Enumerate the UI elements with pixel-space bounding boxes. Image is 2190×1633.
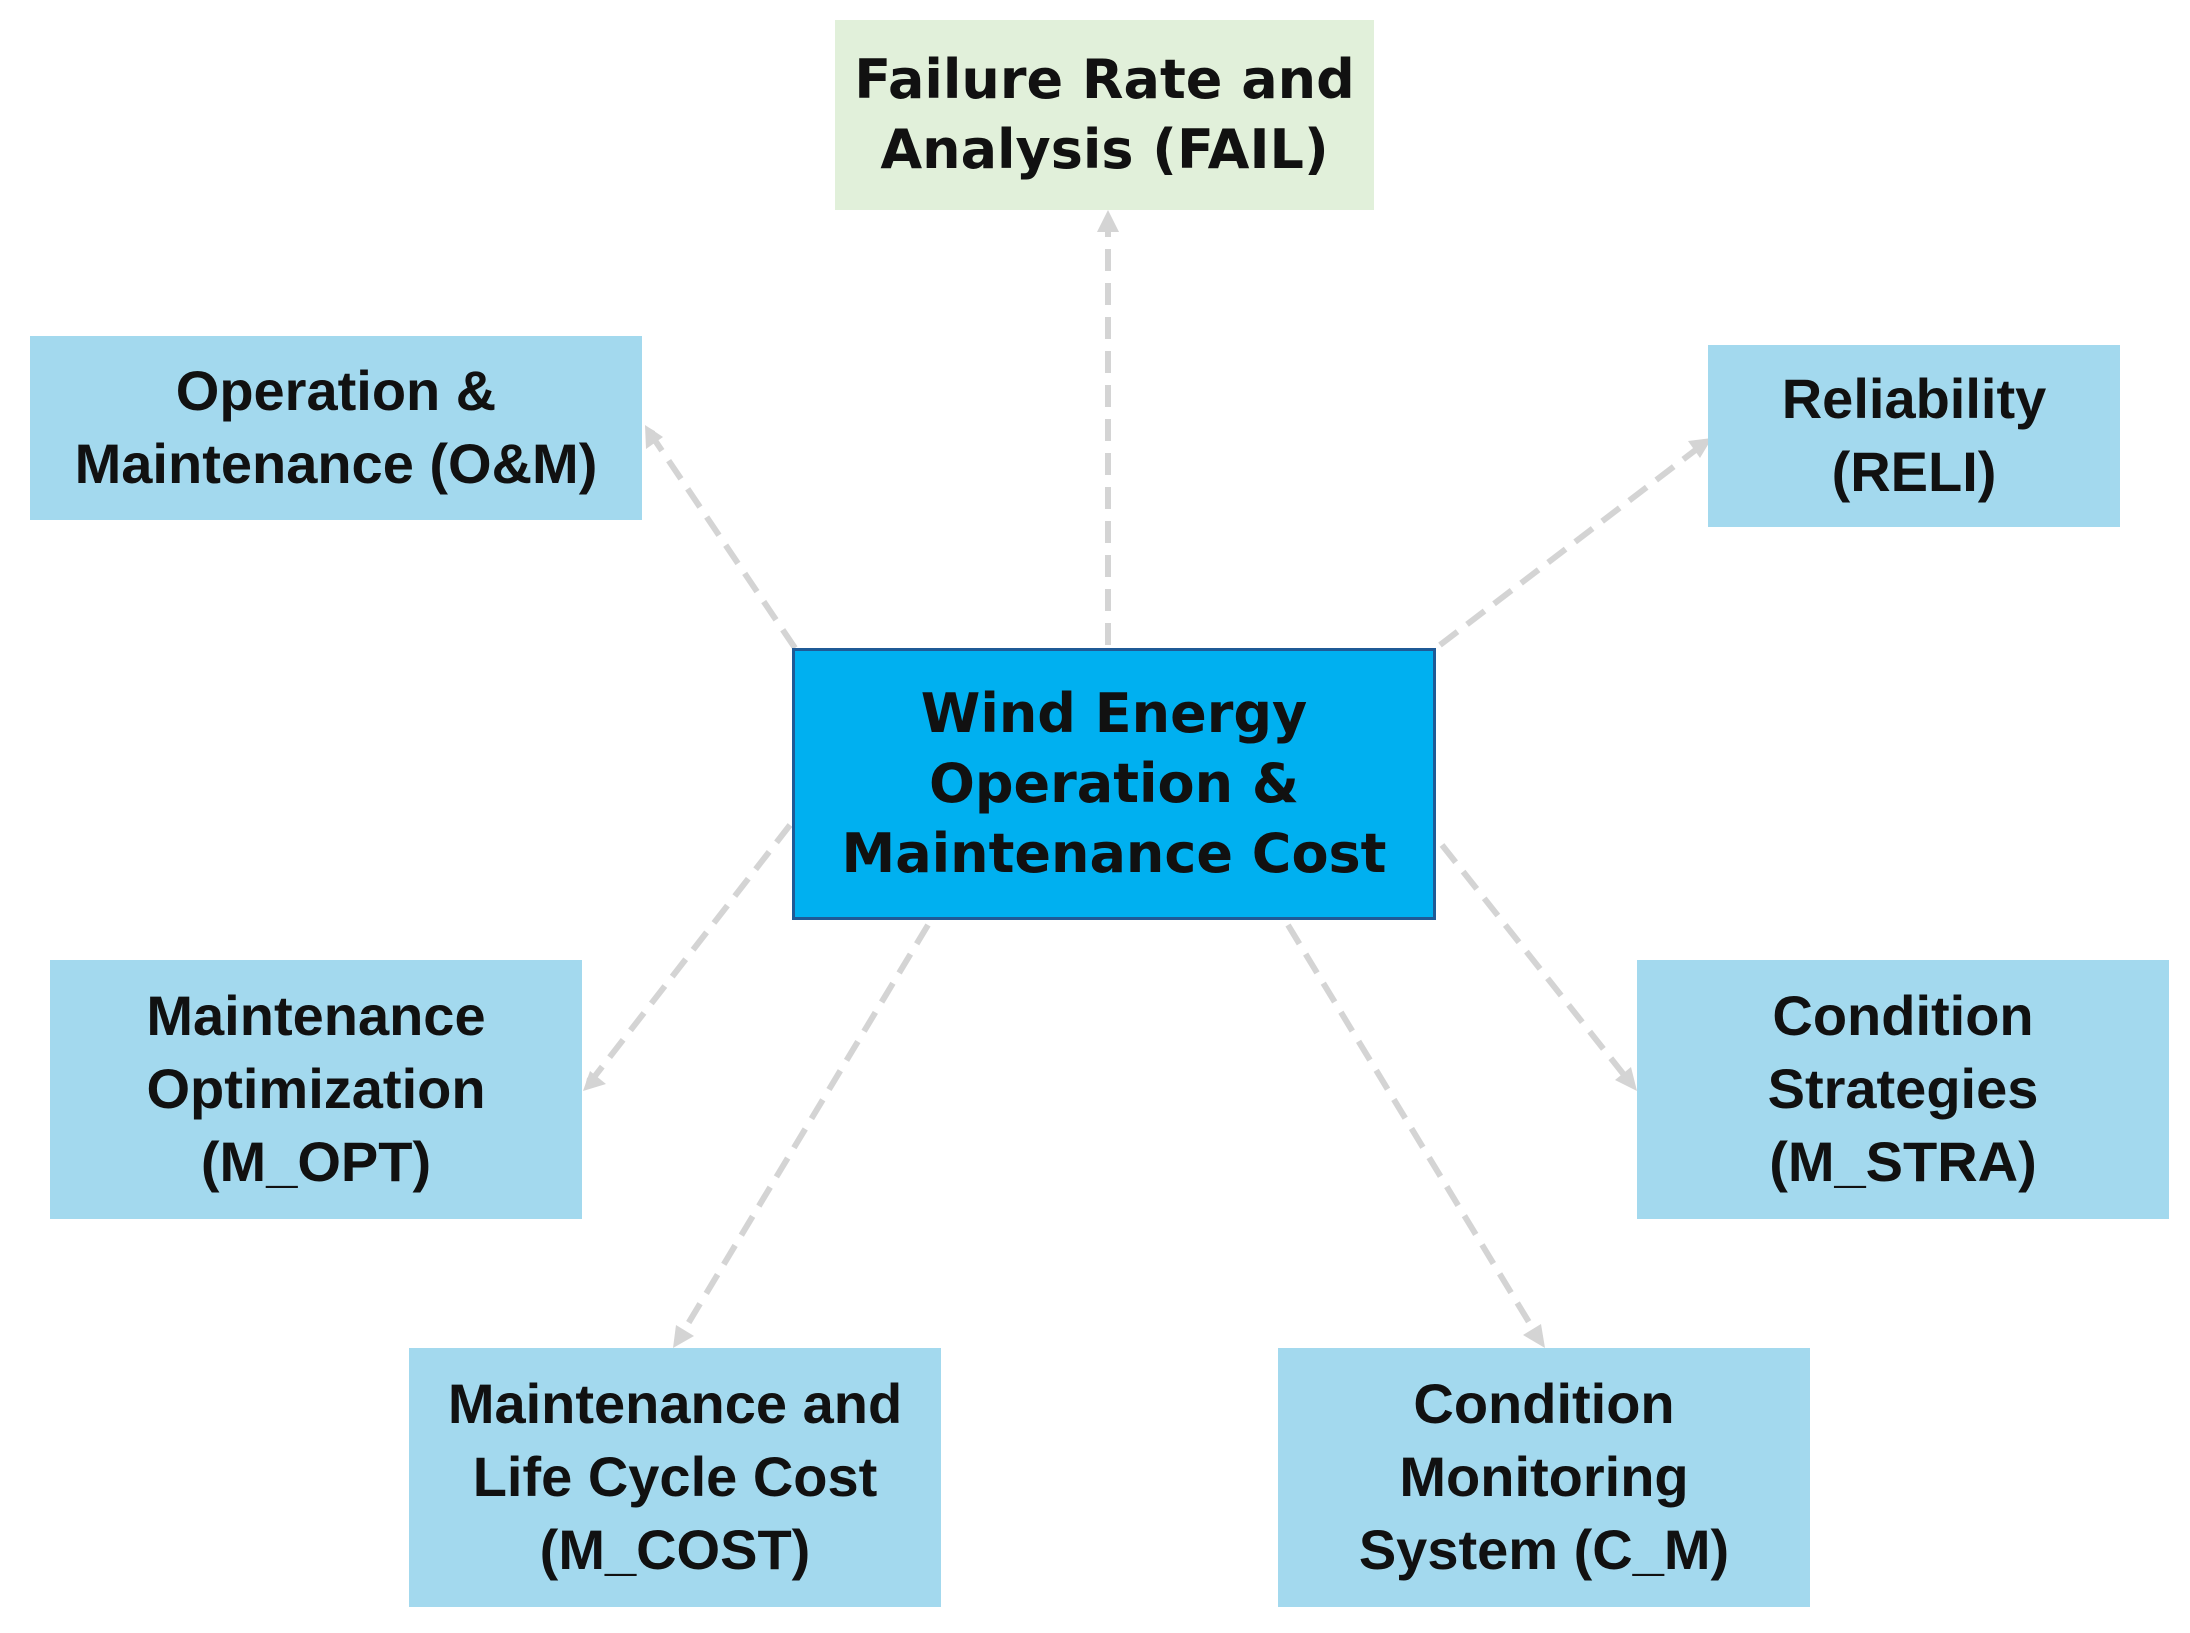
- c-m-line-3: System (C_M): [1358, 1517, 1730, 1581]
- m-cost-line-2: Life Cycle Cost: [472, 1445, 878, 1509]
- c-m-node: Condition Monitoring System (C_M): [1278, 1348, 1810, 1607]
- reli-node: Reliability (RELI): [1708, 345, 2120, 527]
- m-cost-node: Maintenance and Life Cycle Cost (M_COST): [409, 1348, 941, 1607]
- om-line-1: Operation &: [175, 359, 497, 423]
- arrow-to-reli: [1438, 442, 1706, 648]
- m-cost-line-1: Maintenance and: [447, 1372, 903, 1436]
- m-stra-line-2: Strategies: [1767, 1057, 2039, 1121]
- m-opt-line-1: Maintenance: [146, 984, 486, 1048]
- m-cost-line-3: (M_COST): [539, 1517, 811, 1581]
- c-m-line-2: Monitoring: [1399, 1445, 1689, 1509]
- reli-line-2: (RELI): [1831, 440, 1997, 503]
- arrow-to-m-opt: [588, 823, 793, 1085]
- m-stra-line-1: Condition: [1772, 984, 2034, 1048]
- m-opt-node: Maintenance Optimization (M_OPT): [50, 960, 582, 1219]
- center-line-1: Wind Energy: [920, 681, 1308, 745]
- fail-line-2: Analysis (FAIL): [880, 118, 1329, 181]
- m-stra-line-3: (M_STRA): [1769, 1129, 2037, 1193]
- center-line-2: Operation &: [928, 751, 1299, 815]
- c-m-line-1: Condition: [1413, 1372, 1675, 1436]
- center-line-3: Maintenance Cost: [841, 822, 1387, 886]
- arrow-to-m-stra: [1439, 843, 1632, 1085]
- m-opt-line-2: Optimization: [146, 1057, 486, 1121]
- reli-line-1: Reliability: [1781, 367, 2047, 431]
- arrow-to-m-cost: [677, 923, 931, 1342]
- arrow-to-c-m: [1285, 923, 1541, 1342]
- center-node: Wind Energy Operation & Maintenance Cost: [792, 648, 1436, 920]
- fail-node: Failure Rate and Analysis (FAIL): [835, 20, 1374, 210]
- m-stra-node: Condition Strategies (M_STRA): [1637, 960, 2169, 1219]
- m-opt-line-3: (M_OPT): [200, 1129, 432, 1193]
- fail-line-1: Failure Rate and: [854, 47, 1355, 111]
- om-node: Operation & Maintenance (O&M): [30, 336, 642, 520]
- om-line-2: Maintenance (O&M): [74, 432, 598, 495]
- arrow-to-om: [648, 430, 798, 650]
